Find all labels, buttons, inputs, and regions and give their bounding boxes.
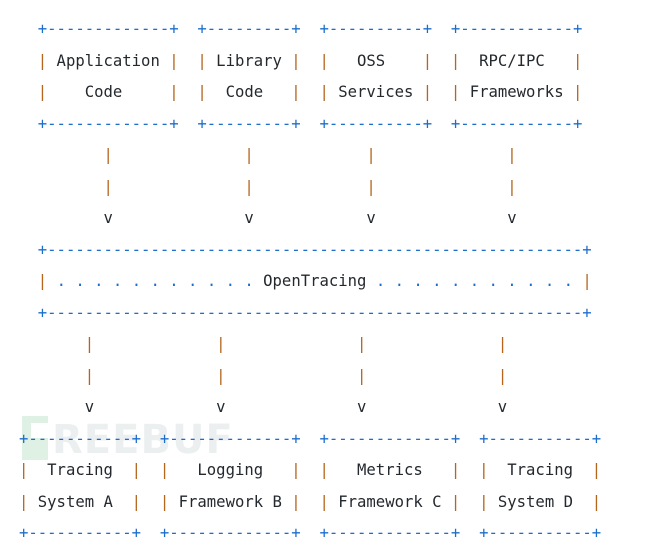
top-row-border-top: +-------------+ +---------+ +----------+… <box>0 14 666 46</box>
bottom-row-text-line-1: | Tracing | | Logging | | Metrics | | Tr… <box>0 455 666 487</box>
connector-bottom-pipe-row-1: | | | | <box>0 329 666 361</box>
opentracing-label-content: | . . . . . . . . . . . OpenTracing . . … <box>37 272 592 290</box>
box-border-segment: +-------------+ +---------+ +----------+… <box>37 114 583 133</box>
top-row-line2-content: | Code | | Code | | Services | | Framewo… <box>37 83 583 101</box>
connector-top-pipe-row-2: | | | | <box>0 172 666 204</box>
box-border-segment: +---------------------------------------… <box>37 240 592 259</box>
connector-top-pipe-row-1: | | | | <box>0 140 666 172</box>
ascii-art-diagram: +-------------+ +---------+ +----------+… <box>0 14 666 542</box>
opentracing-border-top: +---------------------------------------… <box>0 235 666 267</box>
box-border-segment: +-----------+ +-------------+ +---------… <box>19 524 602 542</box>
connector-arrow-glyph: v v v v <box>19 209 517 227</box>
connector-arrow-glyph: v v v v <box>19 398 508 416</box>
bottom-row-line1-content: | Tracing | | Logging | | Metrics | | Tr… <box>19 461 602 479</box>
connector-pipe-glyph: | | | | <box>103 146 517 164</box>
bottom-row-line2-content: | System A | | Framework B | | Framework… <box>19 492 602 511</box>
connector-pipe-glyph: | | | | <box>84 366 508 385</box>
connector-pipe-glyph: | | | | <box>103 177 517 196</box>
box-border-segment: +-------------+ +---------+ +----------+… <box>37 20 583 38</box>
top-row-text-line-1: | Application | | Library | | OSS | | RP… <box>0 46 666 78</box>
opentracing-border-bottom: +---------------------------------------… <box>0 298 666 330</box>
box-border-segment: +-----------+ +-------------+ +---------… <box>19 429 602 448</box>
box-border-segment: +---------------------------------------… <box>37 303 592 322</box>
bottom-row-text-line-2: | System A | | Framework B | | Framework… <box>0 487 666 519</box>
connector-bottom-arrow-row: v v v v <box>0 392 666 424</box>
top-row-line1-content: | Application | | Library | | OSS | | RP… <box>37 51 583 70</box>
connector-top-arrow-row: v v v v <box>0 203 666 235</box>
top-row-border-bottom: +-------------+ +---------+ +----------+… <box>0 109 666 141</box>
connector-pipe-glyph: | | | | <box>84 335 508 353</box>
connector-bottom-pipe-row-2: | | | | <box>0 361 666 393</box>
bottom-row-border-bottom: +-----------+ +-------------+ +---------… <box>0 518 666 550</box>
bottom-row-border-top: +-----------+ +-------------+ +---------… <box>0 424 666 456</box>
top-row-text-line-2: | Code | | Code | | Services | | Framewo… <box>0 77 666 109</box>
opentracing-label-row: | . . . . . . . . . . . OpenTracing . . … <box>0 266 666 298</box>
